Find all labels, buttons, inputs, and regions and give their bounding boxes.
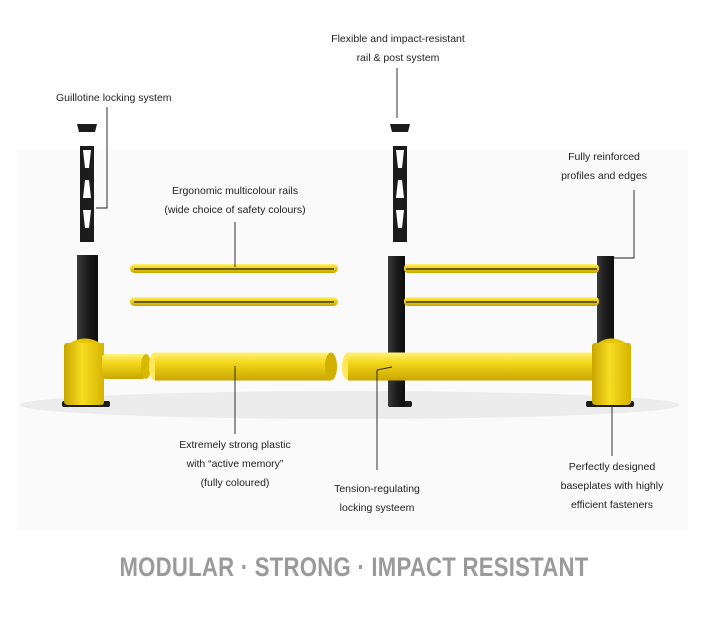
callout-lines	[96, 68, 635, 470]
loose-rail-top	[130, 264, 338, 273]
label-reinforced-line2: profiles and edges	[561, 170, 647, 182]
label-flexible-line2: rail & post system	[356, 52, 440, 64]
loose-rail-bottom	[130, 297, 338, 306]
floor-shadow	[20, 391, 680, 419]
label-tension: Tension-regulating locking systeem	[315, 480, 439, 518]
label-tension-line1: Tension-regulating	[334, 483, 420, 495]
loose-tube	[149, 352, 337, 381]
label-baseplates-line1: Perfectly designed	[568, 461, 656, 473]
label-plastic-line2: with “active memory”	[186, 458, 284, 470]
label-reinforced: Fully reinforced profiles and edges	[544, 148, 664, 186]
label-tension-line2: locking systeem	[339, 502, 415, 514]
assembled-section	[342, 256, 634, 407]
locking-strip-right	[390, 124, 410, 242]
headline: MODULAR · STRONG · IMPACT RESISTANT	[119, 552, 589, 582]
label-baseplates-line3: efficient fasteners	[570, 499, 654, 511]
left-post	[62, 255, 151, 407]
leader-tension-tick	[376, 366, 393, 371]
label-plastic-line3: (fully coloured)	[200, 477, 270, 489]
label-guillotine-line1: Guillotine locking system	[56, 92, 172, 104]
label-reinforced-line1: Fully reinforced	[568, 151, 640, 163]
label-flexible-line1: Flexible and impact-resistant	[331, 33, 465, 45]
leader-reinforced	[612, 190, 635, 259]
label-baseplates: Perfectly designed baseplates with highl…	[545, 458, 679, 515]
label-guillotine: Guillotine locking system	[56, 89, 172, 108]
label-ergonomic: Ergonomic multicolour rails (wide choice…	[150, 182, 320, 220]
label-plastic: Extremely strong plastic with “active me…	[160, 436, 310, 493]
label-ergonomic-line1: Ergonomic multicolour rails	[171, 185, 299, 197]
label-ergonomic-line2: (wide choice of safety colours)	[164, 204, 306, 216]
label-flexible: Flexible and impact-resistant rail & pos…	[318, 30, 478, 68]
label-plastic-line1: Extremely strong plastic	[179, 439, 291, 451]
floor-area	[18, 150, 688, 530]
leader-guillotine	[96, 107, 108, 209]
locking-strip-left	[77, 124, 97, 242]
label-baseplates-line2: baseplates with highly	[560, 480, 664, 492]
